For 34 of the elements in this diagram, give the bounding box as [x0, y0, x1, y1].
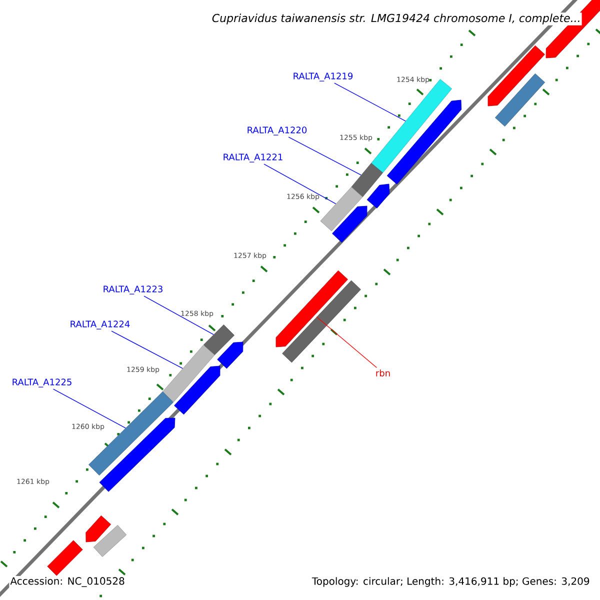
gene-feature [495, 73, 546, 127]
leader-line [144, 296, 214, 335]
gene-feature [86, 515, 111, 542]
gene-bar [204, 324, 234, 356]
leader-line [316, 316, 378, 368]
gene-bar [282, 280, 361, 363]
leader-line [288, 136, 362, 176]
gene-label: RALTA_A1219 [294, 72, 353, 82]
gene-feature [174, 366, 220, 415]
footer-text: Topology: circular; Length: 3,416,911 bp; Genes: 3,209 [310, 576, 591, 588]
gene-label: RALTA_A1221 [224, 154, 282, 162]
gene-bar [88, 391, 174, 476]
title: Cupriavidus taiwanensis str. LMG19424 chromosome I, complete... [210, 12, 582, 26]
leader-line [334, 82, 406, 122]
gene-feature [366, 184, 390, 208]
gene-label: RALTA_A1225 [12, 378, 72, 388]
footer-text: Accession: NC_010528 [9, 576, 126, 588]
gene-bar [351, 163, 383, 197]
gene-label: RALTA_A1220 [248, 126, 307, 136]
gene-feature [93, 525, 127, 557]
gene-feature [276, 270, 348, 348]
leader-line [52, 388, 126, 428]
gene-label: RALTA_A1223 [104, 286, 162, 294]
gene-feature [332, 206, 368, 243]
gene-label: RALTA_A1224 [70, 320, 130, 330]
leader-line [111, 330, 184, 369]
gene-feature [217, 342, 244, 369]
gene-label: rbn [376, 370, 390, 376]
gene-feature [47, 540, 83, 576]
gene-feature [488, 45, 545, 106]
gene-feature [386, 100, 462, 184]
gene-bar [162, 344, 215, 402]
gene-bar [320, 186, 363, 232]
leader-line [264, 164, 336, 204]
